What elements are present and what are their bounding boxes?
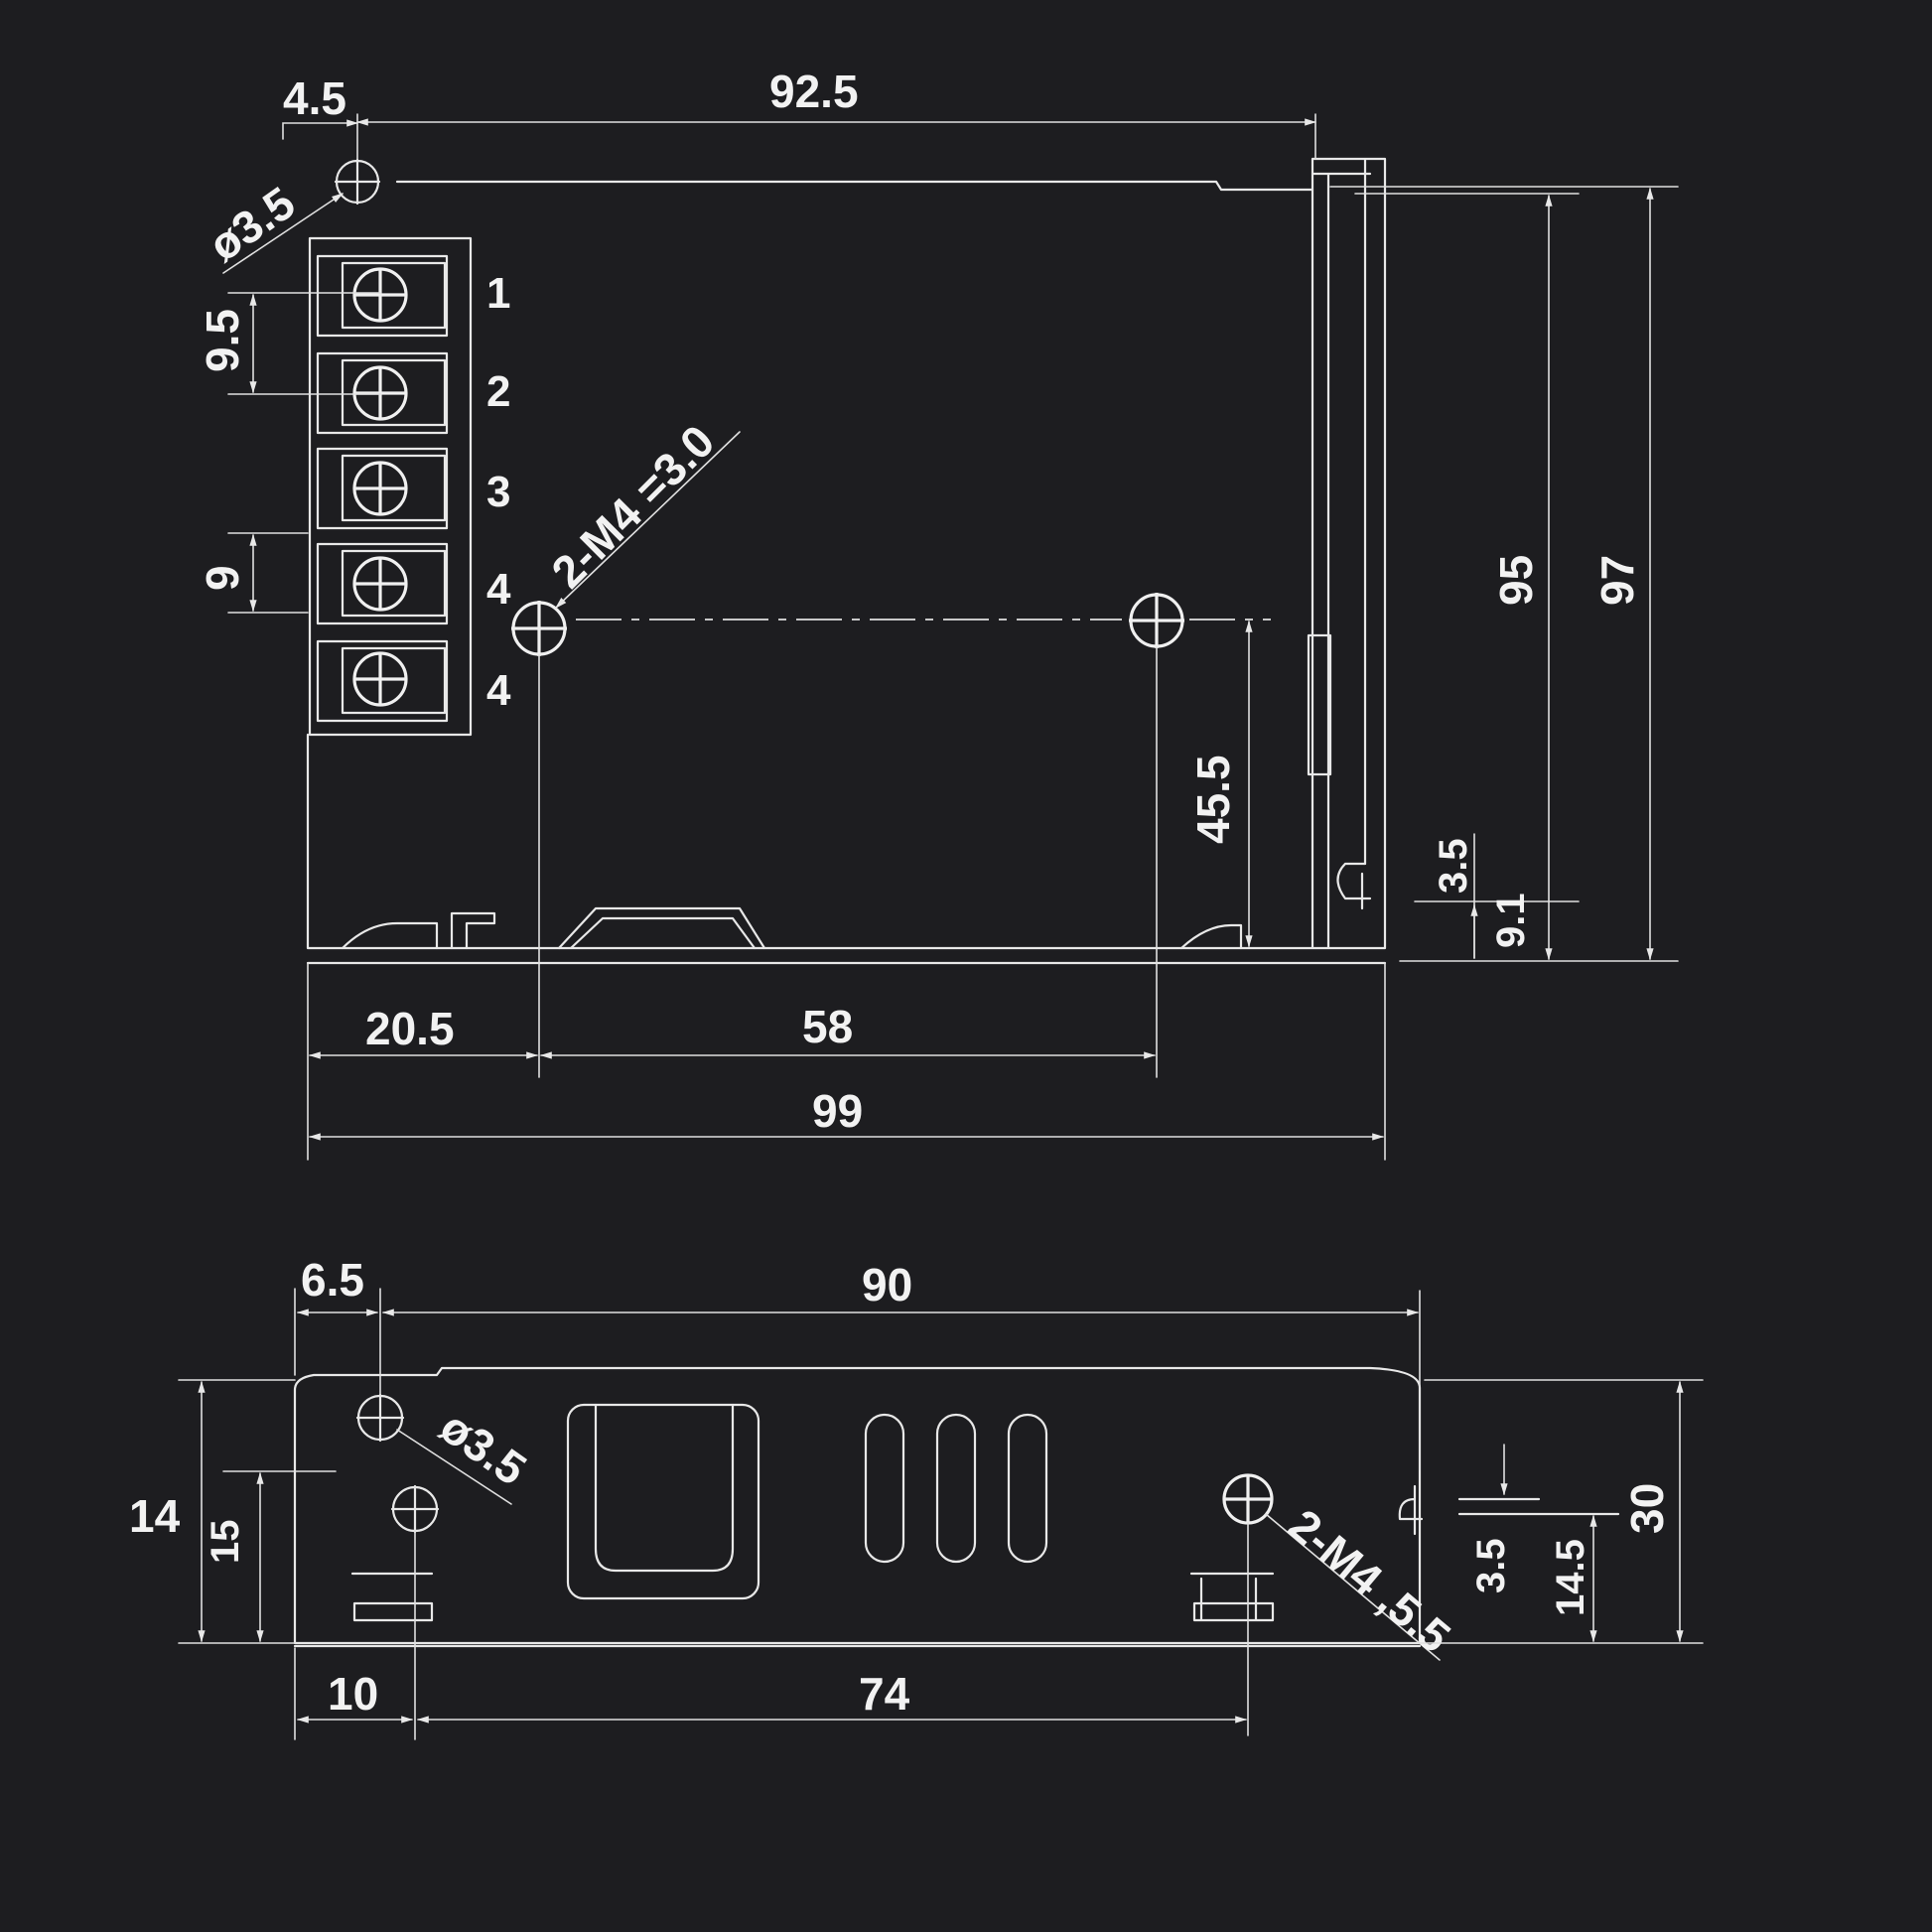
ext-lines-side-top bbox=[294, 1288, 1421, 1470]
dim-10: 10 bbox=[328, 1668, 378, 1720]
leader-2-m4 bbox=[555, 431, 741, 609]
dim-dia-3-5: ø3.5 bbox=[200, 177, 304, 271]
dim-line-4-5 bbox=[282, 119, 359, 140]
vent-slot-1 bbox=[864, 1413, 905, 1564]
dim-99: 99 bbox=[812, 1085, 863, 1137]
dim-6-5: 6.5 bbox=[301, 1254, 364, 1306]
fan-cutout-inner bbox=[594, 1403, 735, 1573]
terminal-label-2: 2 bbox=[486, 367, 510, 416]
tab-left bbox=[350, 1572, 434, 1622]
side-screw-right bbox=[1222, 1473, 1274, 1525]
top-edge bbox=[395, 180, 1314, 192]
tab-right bbox=[1189, 1572, 1275, 1622]
terminal-label-1: 1 bbox=[486, 269, 510, 318]
leader-dia-3-5 bbox=[222, 193, 344, 274]
side-hole-lower bbox=[390, 1484, 440, 1534]
dim-14: 14 bbox=[129, 1490, 181, 1542]
terminal-block bbox=[308, 236, 473, 737]
screw-hole-left bbox=[511, 601, 567, 656]
dim-92-5: 92.5 bbox=[769, 66, 859, 117]
base-bump-right bbox=[1179, 923, 1243, 950]
vent-slot-3 bbox=[1007, 1413, 1048, 1564]
chassis-outline bbox=[306, 157, 1387, 965]
dim-side-m4: 2-M4 ,5.5 bbox=[1280, 1499, 1460, 1663]
terminal-label-4a: 4 bbox=[486, 565, 511, 614]
dim-90: 90 bbox=[862, 1259, 912, 1311]
fan-cutout bbox=[566, 1403, 760, 1600]
right-rib bbox=[1307, 633, 1332, 776]
dim-74: 74 bbox=[859, 1668, 910, 1720]
dim-15: 15 bbox=[204, 1520, 247, 1565]
dim-4-5: 4.5 bbox=[283, 72, 346, 124]
terminal-4a bbox=[316, 542, 449, 625]
dim-20-5: 20.5 bbox=[365, 1003, 455, 1054]
right-hook bbox=[1336, 862, 1372, 910]
side-view: 6.5 90 ø3.5 14 15 2-M4 ,5.5 3.5 14.5 30 … bbox=[129, 1254, 1704, 1740]
terminal-label-3: 3 bbox=[486, 468, 510, 516]
dim-side-dia: ø3.5 bbox=[431, 1401, 535, 1495]
dim-2-m4: 2-M4 =3.0 bbox=[541, 415, 724, 598]
side-outline bbox=[293, 1366, 1422, 1645]
terminal-label-4b: 4 bbox=[486, 666, 511, 715]
terminal-4b bbox=[316, 639, 449, 723]
ext-lines-side-left bbox=[178, 1379, 337, 1644]
terminal-1 bbox=[316, 254, 449, 338]
dim-side-3-5: 3.5 bbox=[1469, 1538, 1513, 1593]
ext-lines-9 bbox=[227, 532, 309, 614]
ext-lines-right bbox=[1329, 186, 1679, 962]
terminal-2 bbox=[316, 351, 449, 435]
dim-14-5: 14.5 bbox=[1549, 1539, 1592, 1616]
mount-hole-top-left bbox=[334, 158, 381, 206]
base-bump-left bbox=[341, 911, 496, 950]
dim-30: 30 bbox=[1621, 1483, 1673, 1534]
ext-lines-side-right bbox=[1419, 1379, 1704, 1644]
side-hole-dia bbox=[355, 1393, 405, 1443]
leader-side-dia bbox=[396, 1429, 512, 1505]
ext-lines-9-5 bbox=[227, 292, 381, 395]
screw-hole-right bbox=[1129, 593, 1184, 648]
dim-45-5: 45.5 bbox=[1187, 755, 1239, 844]
top-view: 1 2 3 4 4 4.5 92.5 ø3.5 9.5 bbox=[197, 66, 1679, 1161]
side-right-hook bbox=[1398, 1484, 1620, 1536]
dim-97: 97 bbox=[1591, 555, 1643, 606]
ext-lines-bottom bbox=[307, 646, 1386, 1161]
ext-lines-side-bottom bbox=[294, 1522, 1249, 1740]
terminal-3 bbox=[316, 447, 449, 530]
ext-lines-top bbox=[356, 113, 1316, 160]
dim-9: 9 bbox=[197, 565, 248, 591]
base-bump-middle bbox=[557, 906, 766, 950]
dim-3-5-top: 3.5 bbox=[1432, 838, 1475, 894]
dim-58: 58 bbox=[802, 1001, 853, 1052]
dim-9-1: 9.1 bbox=[1489, 893, 1533, 948]
vent-slot-2 bbox=[935, 1413, 977, 1564]
leader-side-m4 bbox=[1265, 1513, 1441, 1661]
dim-9-5: 9.5 bbox=[197, 309, 248, 372]
dim-95: 95 bbox=[1490, 555, 1542, 606]
